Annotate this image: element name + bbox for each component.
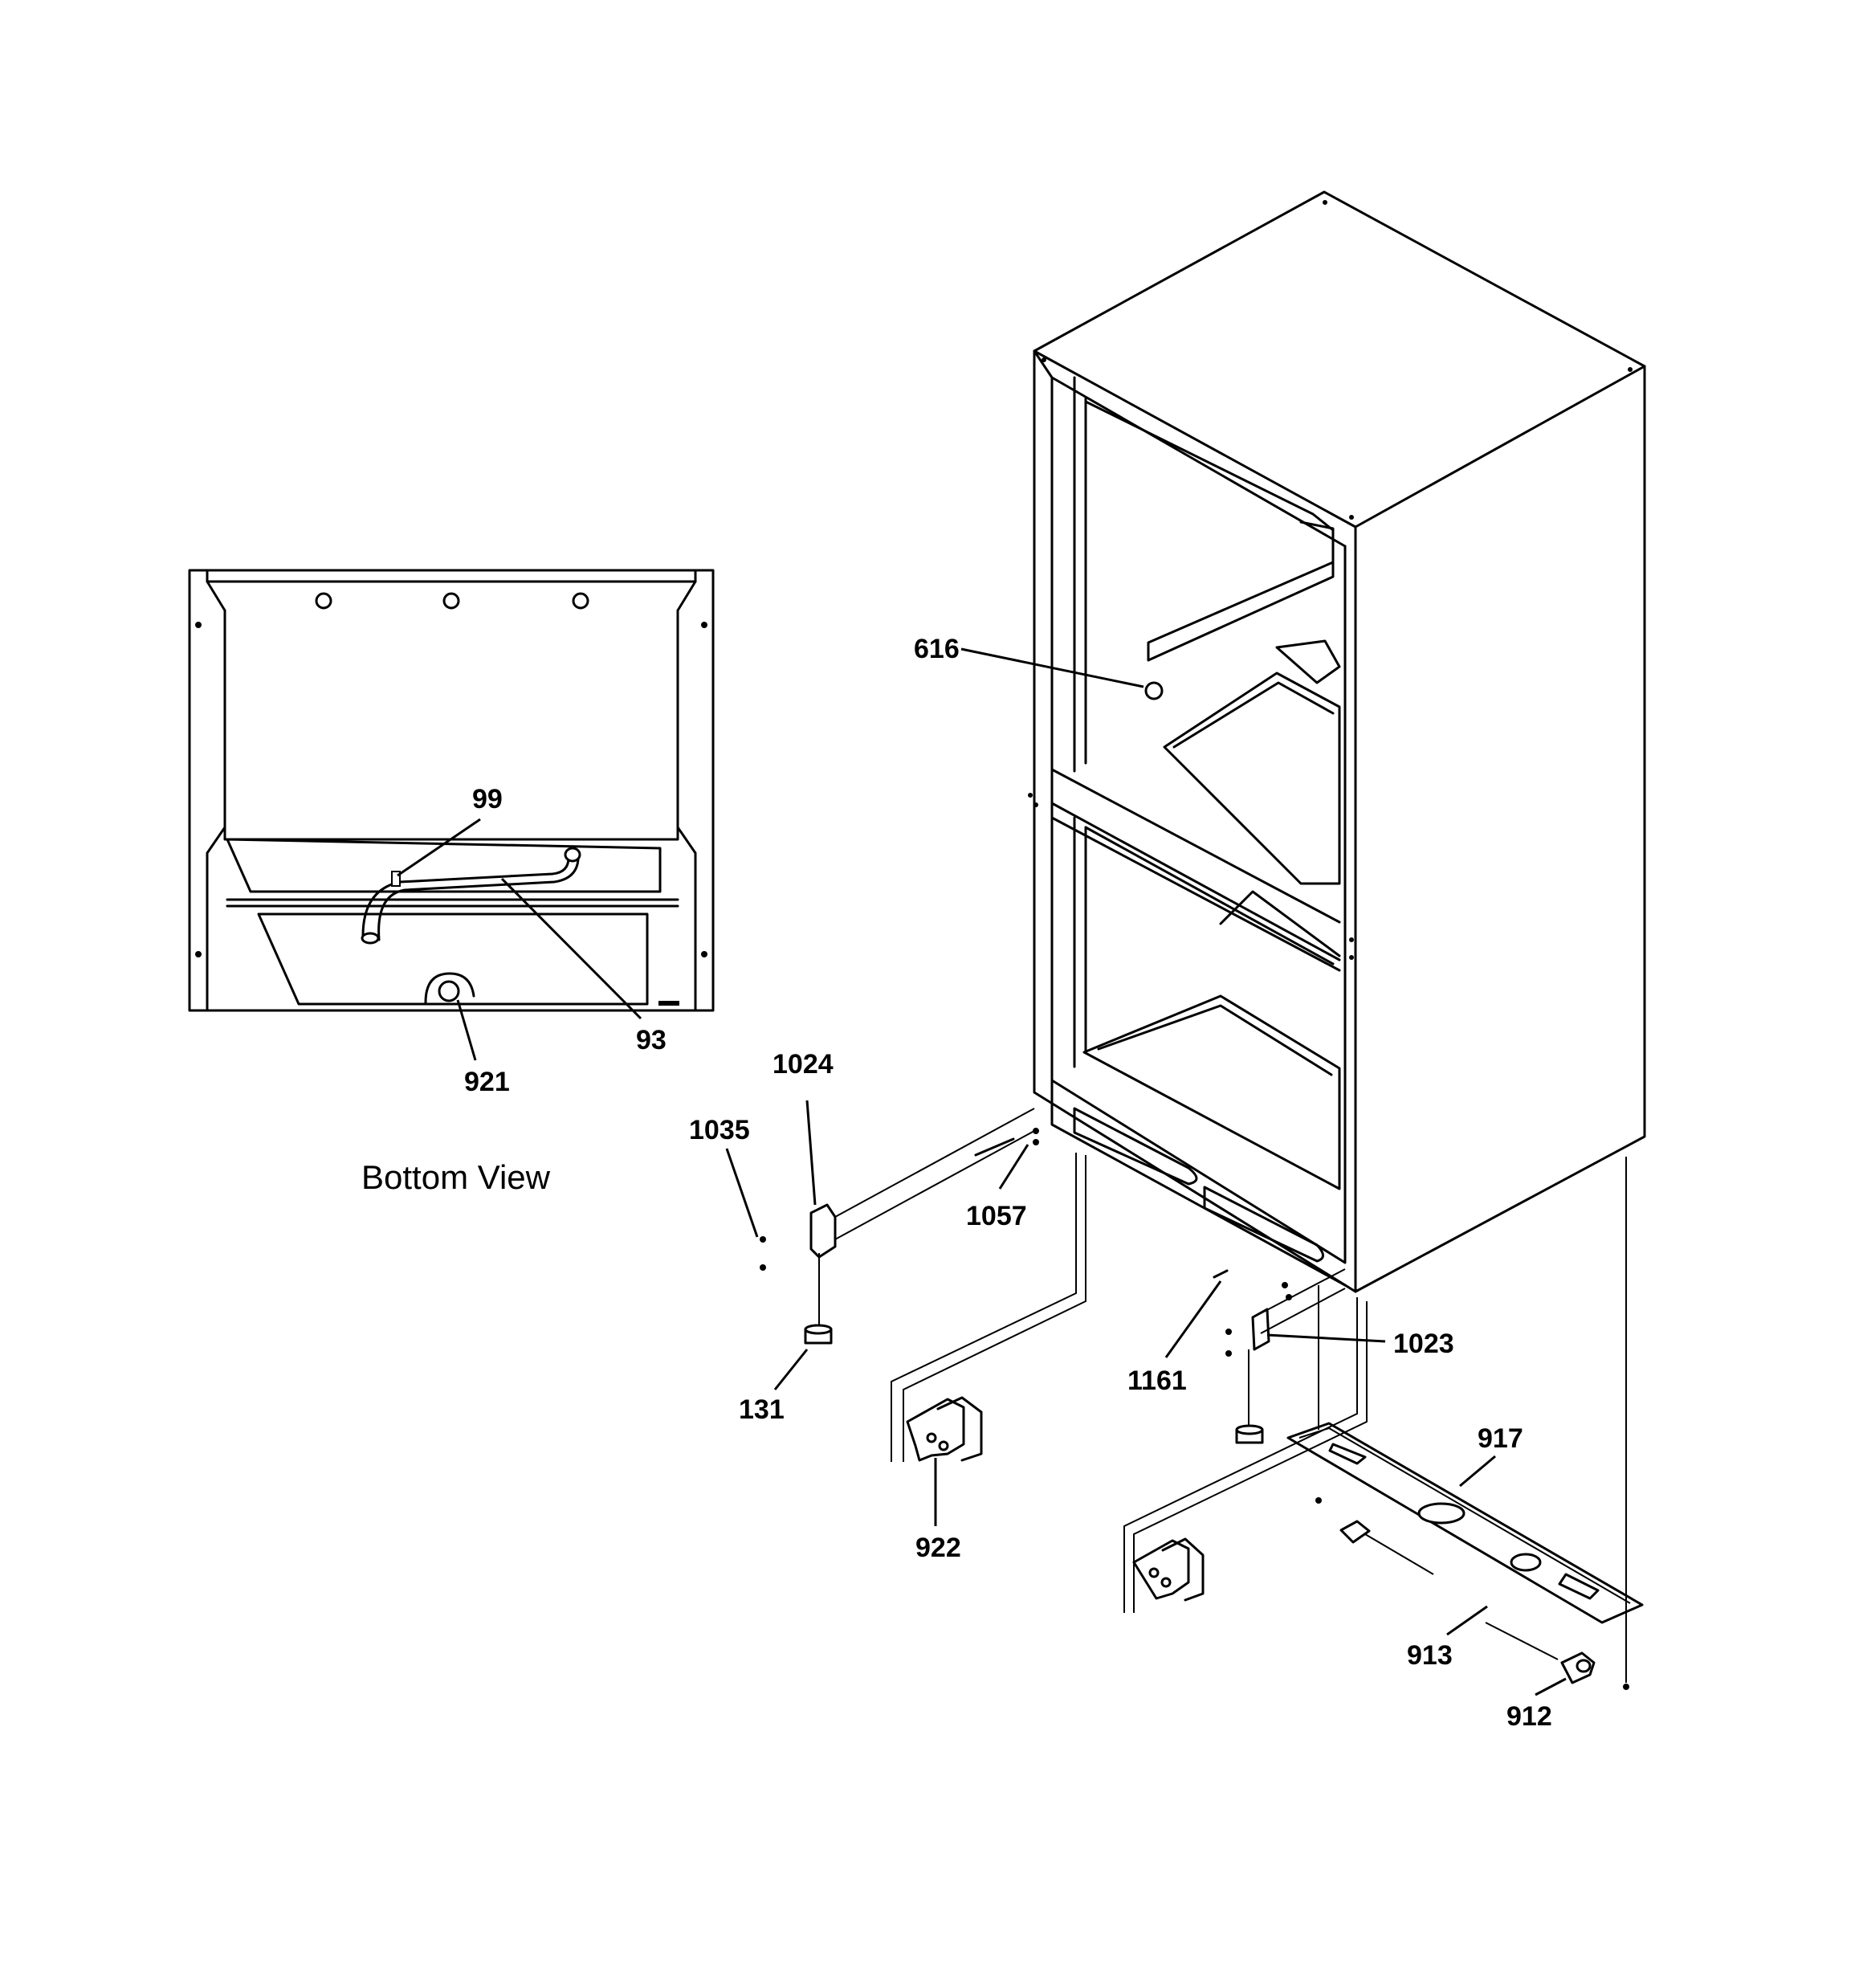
bottom-view-caption: Bottom View	[361, 1158, 551, 1196]
right-hinge-assembly	[1123, 1268, 1368, 1613]
label-1024: 1024	[773, 1049, 834, 1080]
label-1161: 1161	[1127, 1365, 1187, 1396]
label-912: 912	[1506, 1701, 1552, 1732]
left-hinge-assembly	[760, 1108, 1086, 1462]
label-99: 99	[472, 784, 503, 814]
label-1023: 1023	[1393, 1329, 1454, 1359]
label-93: 93	[636, 1025, 667, 1055]
label-921: 921	[464, 1067, 510, 1097]
label-1035: 1035	[689, 1115, 750, 1145]
label-616: 616	[914, 634, 960, 664]
bottom-view-drawing	[188, 569, 715, 1012]
part-labels: 616 99 93 921 1024 1035 1057 131 922 116…	[361, 634, 1552, 1732]
refrigerator-cabinet	[1028, 190, 1646, 1293]
label-131: 131	[739, 1394, 785, 1425]
label-922: 922	[915, 1533, 961, 1563]
leader-lines	[397, 647, 1567, 1696]
label-917: 917	[1478, 1423, 1523, 1454]
label-913: 913	[1407, 1640, 1453, 1671]
toe-grille-assembly	[1286, 1157, 1644, 1690]
label-1057: 1057	[966, 1201, 1027, 1231]
